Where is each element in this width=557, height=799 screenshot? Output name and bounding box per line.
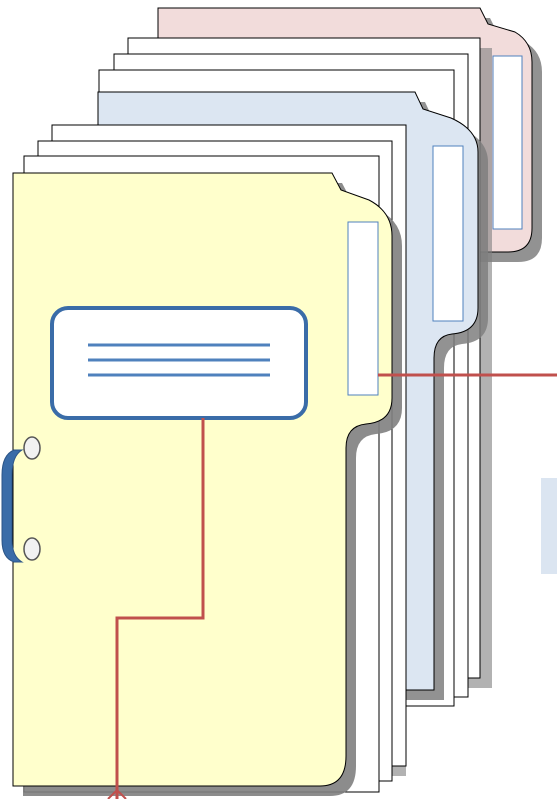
spine-clip-ring-bottom bbox=[24, 538, 40, 560]
side-panel bbox=[541, 478, 557, 574]
spine-clip-ring-top bbox=[24, 437, 40, 459]
back-folder-tab-label bbox=[493, 56, 522, 229]
middle-folder-tab-label bbox=[433, 146, 463, 321]
cover-label-plate bbox=[52, 308, 306, 418]
front-folder-tab-label bbox=[348, 222, 378, 395]
